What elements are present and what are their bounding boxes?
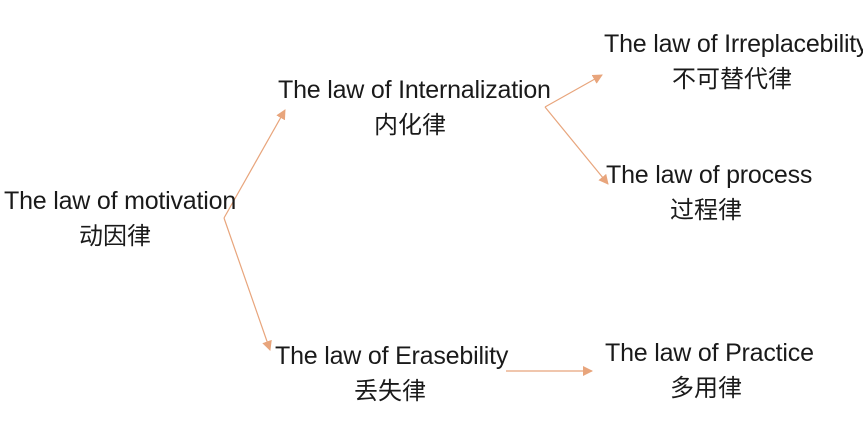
node-erasebility-label-en: The law of Erasebility (275, 342, 509, 370)
arrow-motivation-to-internalization (223, 109, 286, 219)
node-erasebility: The law of Erasebility 丢失律 (275, 341, 509, 406)
node-motivation-label-zh: 动因律 (79, 222, 151, 251)
node-process: The law of process 过程律 (606, 160, 813, 225)
arrow-internalization-to-irreplacebility (544, 74, 603, 108)
node-erasebility-label-zh: 丢失律 (354, 377, 426, 406)
node-irreplacebility: The law of Irreplacebility 不可替代律 (604, 29, 863, 94)
node-practice-label-en: The law of Practice (605, 339, 814, 367)
node-practice: The law of Practice 多用律 (605, 338, 814, 403)
node-internalization: The law of Internalization 内化律 (278, 75, 551, 140)
node-irreplacebility-label-en: The law of Irreplacebility (604, 30, 863, 58)
node-internalization-label-en: The law of Internalization (278, 76, 551, 104)
node-practice-label-zh: 多用律 (670, 374, 742, 403)
node-irreplacebility-label-zh: 不可替代律 (672, 65, 792, 94)
node-process-label-en: The law of process (606, 161, 813, 189)
node-internalization-label-zh: 内化律 (374, 111, 446, 140)
node-motivation: The law of motivation 动因律 (4, 186, 237, 251)
node-motivation-label-en: The law of motivation (4, 187, 237, 215)
node-process-label-zh: 过程律 (670, 196, 742, 225)
arrow-motivation-to-erasebility (223, 217, 272, 351)
arrow-internalization-to-process (544, 106, 609, 185)
